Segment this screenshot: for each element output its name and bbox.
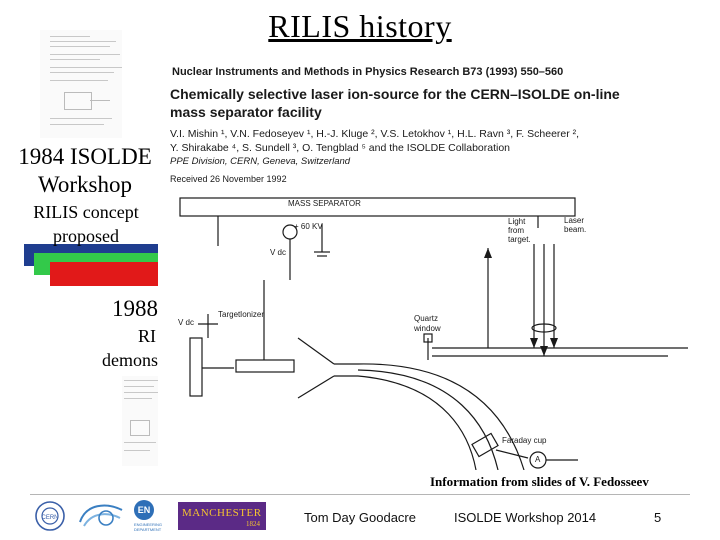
event-1988-heading: 1988 bbox=[112, 296, 158, 321]
paper-journal: Nuclear Instruments and Methods in Physi… bbox=[172, 66, 564, 78]
footer-divider bbox=[30, 494, 690, 495]
apparatus-diagram bbox=[179, 197, 688, 470]
label-laser-line2: beam. bbox=[564, 225, 587, 234]
footer-event: ISOLDE Workshop 2014 bbox=[454, 510, 597, 525]
manchester-logo-year: 1824 bbox=[246, 520, 260, 528]
slide-page-number: 5 bbox=[654, 510, 662, 525]
ionizer-tube bbox=[235, 359, 295, 373]
en-department-logo: EN ENGINEERING DEPARTMENT bbox=[134, 500, 174, 534]
cern-logo: CERN bbox=[35, 501, 65, 531]
label-vdc-side: V dc bbox=[178, 318, 195, 327]
paper-authors-line1: V.I. Mishin ¹, V.N. Fedoseyev ¹, H.-J. K… bbox=[170, 128, 580, 140]
paper-affiliation: PPE Division, CERN, Geneva, Switzerland bbox=[170, 156, 351, 167]
paper-received: Received 26 November 1992 bbox=[170, 174, 287, 184]
source-credit: Information from slides of V. Fedosseev bbox=[430, 474, 649, 489]
label-vdc-top: V dc bbox=[270, 248, 287, 257]
label-quartz-line1: Quartz bbox=[414, 314, 439, 323]
event-1988-detail-line1: RI bbox=[138, 326, 156, 346]
label-light-line2: from bbox=[508, 226, 524, 235]
event-1984-detail-line2: proposed bbox=[53, 226, 119, 246]
mass-separator-block bbox=[179, 197, 576, 217]
target-block bbox=[189, 337, 203, 397]
event-1988-detail-line2: demons bbox=[102, 350, 158, 370]
manchester-logo-text: MANCHESTER bbox=[182, 507, 262, 519]
en-badge: EN bbox=[134, 500, 154, 520]
manchester-logo: MANCHESTER 1824 bbox=[178, 502, 266, 530]
paper-title-line2: mass separator facility bbox=[170, 104, 322, 120]
event-1984-heading-line1: 1984 ISOLDE bbox=[18, 144, 152, 169]
label-quartz-line2: window bbox=[414, 324, 441, 333]
en-dept-text: ENGINEERING DEPARTMENT bbox=[134, 522, 163, 532]
paper-scan: Nuclear Instruments and Methods in Physi… bbox=[158, 60, 720, 470]
label-ionizer: Ionizer bbox=[240, 310, 265, 319]
faraday-cup-icon bbox=[471, 432, 499, 458]
label-light-line3: target. bbox=[508, 235, 531, 244]
label-ammeter: A bbox=[535, 455, 541, 464]
label-laser-line1: Laser bbox=[564, 216, 585, 225]
cern-60-logo bbox=[79, 504, 123, 527]
slide-title: RILIS history bbox=[268, 8, 452, 44]
scanned-document-thumbnail-top bbox=[40, 30, 122, 138]
cern-logo-text: CERN bbox=[41, 515, 58, 521]
label-light-line1: Light bbox=[508, 217, 526, 226]
paper-authors-line2: Y. Shirakabe ⁴, S. Sundell ³, O. Tengbla… bbox=[170, 142, 511, 154]
event-1984-detail-line1: RILIS concept bbox=[33, 202, 139, 222]
paper-title-line1: Chemically selective laser ion-source fo… bbox=[170, 86, 620, 102]
label-target: Target bbox=[218, 310, 241, 319]
scanned-document-thumbnail-bottom bbox=[122, 376, 162, 466]
label-faraday-cup: Faraday cup bbox=[502, 436, 547, 445]
label-voltage: + 60 KV bbox=[294, 222, 323, 231]
label-mass-separator: MASS SEPARATOR bbox=[288, 199, 361, 208]
footer-presenter: Tom Day Goodacre bbox=[304, 510, 416, 525]
event-1984-heading-line2: Workshop bbox=[38, 172, 132, 197]
